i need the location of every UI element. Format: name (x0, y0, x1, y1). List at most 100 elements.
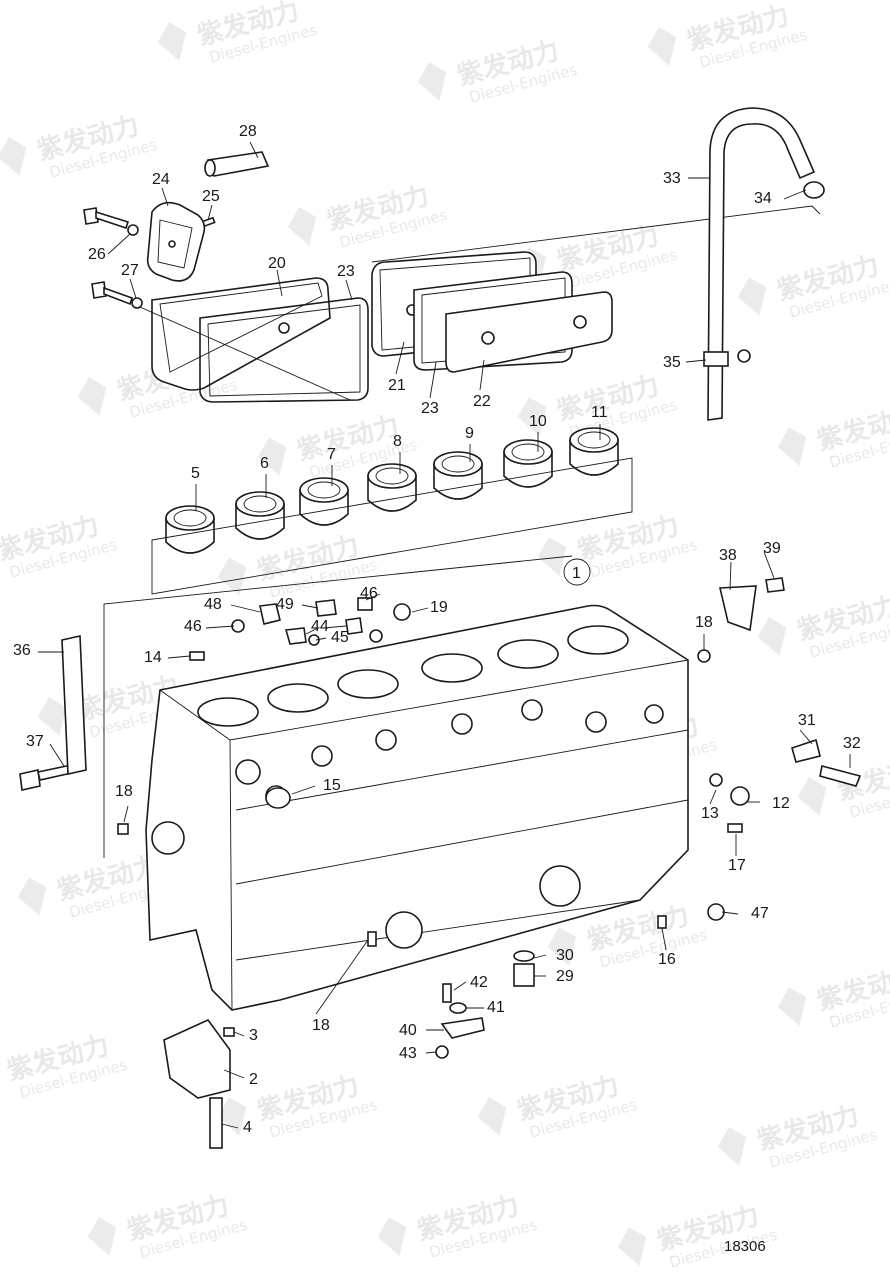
callout-26: 26 (88, 246, 106, 263)
part-22-plate (445, 291, 613, 373)
watermark-logo-icon (537, 537, 567, 576)
callout-24: 24 (152, 171, 170, 188)
watermark-logo-icon (157, 22, 187, 61)
part-33-dipstick-tube (707, 107, 816, 421)
small-parts (19, 577, 862, 1149)
leader-line (345, 279, 353, 301)
callout-35: 35 (663, 354, 681, 371)
leader-line (301, 604, 319, 609)
part-23-gasket (199, 297, 369, 403)
callout-41: 41 (487, 999, 505, 1016)
callout-44: 44 (311, 618, 329, 635)
leader-line (249, 141, 259, 159)
watermark-logo-icon (377, 1217, 407, 1256)
callout-45: 45 (331, 629, 349, 646)
watermark-logo-icon (757, 617, 787, 656)
watermark-logo-icon (777, 427, 807, 466)
leader-line (425, 1051, 437, 1054)
leader-line (221, 1123, 239, 1129)
leader-line (233, 1031, 245, 1037)
bearing-shell (299, 477, 349, 526)
callout-25: 25 (202, 188, 220, 205)
callout-7: 7 (327, 446, 336, 463)
leader-line (305, 627, 319, 635)
bearing-shell (503, 439, 553, 488)
callout-29: 29 (556, 968, 574, 985)
callout-43: 43 (399, 1045, 417, 1062)
callout-leaders (38, 141, 851, 1129)
watermark-logo-icon (217, 557, 247, 596)
callout-19: 19 (430, 599, 448, 616)
leader-line (123, 805, 129, 823)
watermark-logo-icon (37, 697, 67, 736)
watermark-logo-icon (477, 1097, 507, 1136)
callout-16: 16 (658, 951, 676, 968)
watermark-logo-icon (417, 62, 447, 101)
watermark-logo-icon (17, 877, 47, 916)
leader-line (315, 939, 369, 1015)
bearing-shell (569, 427, 619, 476)
callout-27: 27 (121, 262, 139, 279)
watermark-logo-icon (0, 137, 27, 176)
part-26-bolts (83, 207, 134, 306)
part-1-cylinder-block (145, 604, 689, 1099)
callout-1: 1 (572, 565, 581, 582)
callout-28: 28 (239, 123, 257, 140)
callout-30: 30 (556, 947, 574, 964)
callout-34: 34 (754, 190, 772, 207)
bearing-shells (165, 427, 619, 554)
reference-frame (151, 457, 633, 595)
watermark-logo-icon (647, 27, 677, 66)
bearing-shell (165, 505, 215, 554)
callout-17: 17 (728, 857, 746, 874)
leader-line (205, 625, 235, 629)
callout-2: 2 (249, 1071, 258, 1088)
callout-15: 15 (323, 777, 341, 794)
watermark-logo-icon (737, 277, 767, 316)
callout-38: 38 (719, 547, 737, 564)
callout-46: 46 (184, 618, 202, 635)
leader-line (453, 981, 467, 991)
reference-line (139, 306, 351, 401)
bearing-shell (235, 491, 285, 540)
callout-8: 8 (393, 433, 402, 450)
callout-20: 20 (268, 255, 286, 272)
callout-31: 31 (798, 712, 816, 729)
drawing-number: 18306 (724, 1238, 766, 1255)
callout-circle-1 (563, 558, 591, 586)
callout-10: 10 (529, 413, 547, 430)
callout-46: 46 (360, 585, 378, 602)
callout-13: 13 (701, 805, 719, 822)
part-27-washer (127, 224, 139, 236)
watermark-logo-icon (77, 377, 107, 416)
part-35-clamp (703, 349, 751, 367)
reference-frame (103, 555, 573, 858)
leader-line (533, 954, 547, 959)
callout-14: 14 (144, 649, 162, 666)
watermark-logo-icon (0, 1054, 3, 1100)
callout-36: 36 (13, 642, 31, 659)
leader-line (167, 655, 191, 659)
callout-3: 3 (249, 1027, 258, 1044)
watermark-logo-icon (257, 437, 287, 476)
leader-line (230, 604, 261, 613)
leader-line (685, 359, 707, 363)
leader-line (721, 911, 739, 915)
leader-line (49, 743, 65, 767)
reference-line (371, 205, 821, 263)
leader-line (763, 551, 775, 579)
callout-40: 40 (399, 1022, 417, 1039)
callout-39: 39 (763, 540, 781, 557)
leader-line (395, 341, 405, 375)
callout-4: 4 (243, 1119, 252, 1136)
